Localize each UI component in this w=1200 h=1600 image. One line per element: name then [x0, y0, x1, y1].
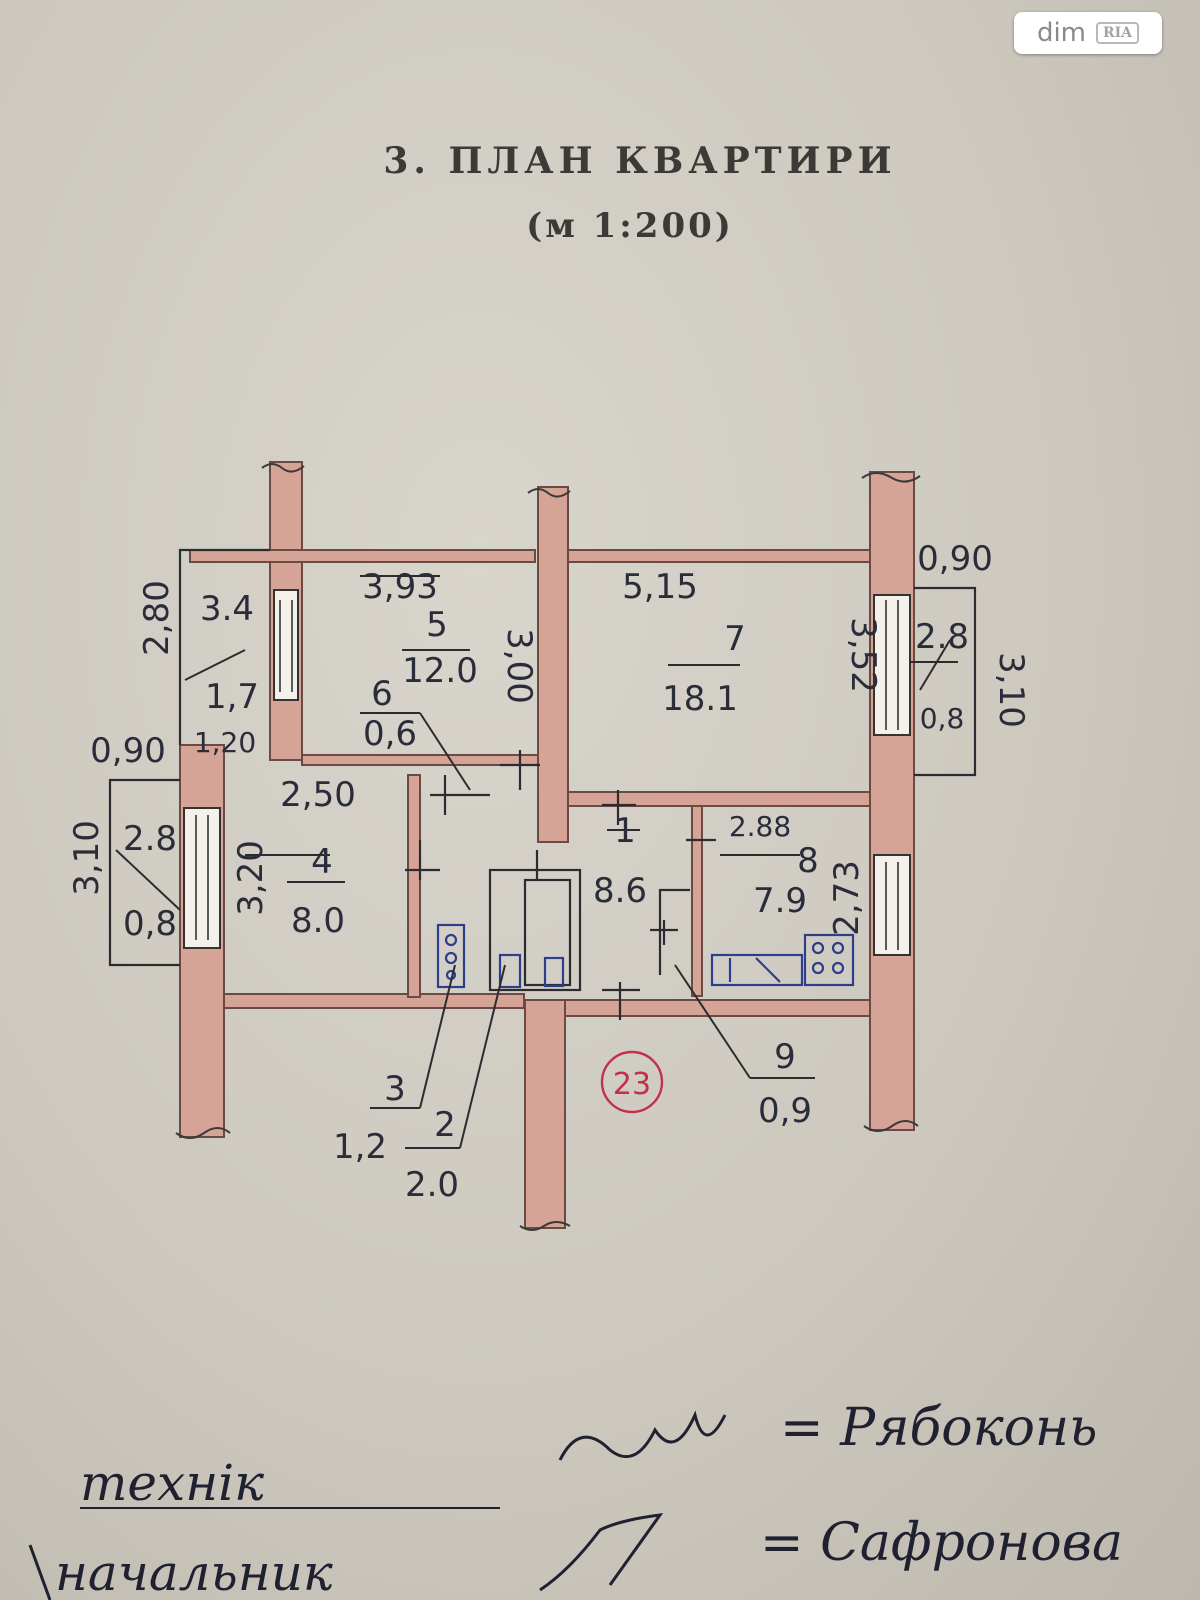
- room-3-area: 1,2: [333, 1127, 387, 1167]
- technician-label: технік: [80, 1454, 264, 1512]
- chief-label: начальник: [55, 1544, 333, 1600]
- room-6-number: 6: [371, 674, 393, 714]
- window-room-7: [873, 594, 911, 736]
- room-5-area: 12.0: [402, 651, 478, 691]
- watermark-dim: dim: [1036, 18, 1086, 48]
- room-7-area: 18.1: [662, 679, 738, 719]
- balcony-right-number: 2.8: [915, 617, 969, 657]
- room-8-area: 7.9: [753, 881, 807, 921]
- room-8-width: 2.88: [729, 810, 791, 843]
- balcony-right-depth: 3,10: [991, 652, 1031, 728]
- plan-title: 3. ПЛАН КВАРТИРИ: [383, 140, 897, 182]
- room-7-number: 7: [724, 619, 746, 659]
- break-mark-right-bottom: [863, 1120, 919, 1132]
- watermark-ria: RIA: [1096, 22, 1140, 44]
- room-2-area: 2.0: [405, 1165, 459, 1205]
- balcony-left-top-offset: 0,90: [90, 731, 166, 771]
- dimria-watermark: dim RIA: [1014, 12, 1162, 54]
- balcony-left-top-area: 1,7: [205, 677, 259, 717]
- balcony-right-area: 0,8: [920, 702, 965, 735]
- window-room-8: [873, 854, 911, 956]
- break-mark-center: [527, 488, 571, 498]
- break-mark-left-pillar: [261, 463, 305, 473]
- balcony-left-bottom-outline: [108, 778, 180, 967]
- balcony-left-bottom-wall: 3,20: [231, 840, 271, 916]
- room-5-depth: 3,00: [499, 628, 539, 704]
- balcony-left-top-outline: [178, 548, 270, 745]
- wall-top-left-strip: [189, 549, 536, 563]
- room-5-number: 5: [426, 605, 448, 645]
- wall-mid-right: [567, 791, 871, 807]
- break-mark-right: [861, 472, 921, 483]
- room-9-area: 0,9: [758, 1091, 812, 1131]
- room-4-area: 8.0: [291, 901, 345, 941]
- wall-center-top: [537, 486, 569, 843]
- room-8-depth: 2,73: [827, 860, 867, 936]
- balcony-left-top-width: 1,20: [194, 726, 256, 759]
- technician-name: = Рябоконь: [780, 1398, 1097, 1458]
- partition-9: [658, 888, 690, 975]
- room-4-width: 2,50: [280, 775, 356, 815]
- wall-top-right-strip: [567, 549, 871, 563]
- room-7-depth: 3,52: [843, 617, 883, 693]
- wall-partition-8: [691, 805, 703, 997]
- kitchen-counter: [710, 953, 804, 987]
- room-5-width: 3,93: [362, 567, 438, 607]
- balcony-right-outline: [914, 586, 977, 777]
- wall-right-outer: [869, 471, 915, 1131]
- break-mark-left-bottom: [175, 1127, 231, 1139]
- room-6-area: 0,6: [363, 714, 417, 754]
- room-1-number: 1: [614, 811, 636, 851]
- room-9-number: 9: [774, 1037, 796, 1077]
- stamp-number: 23: [613, 1067, 651, 1102]
- room-3-number: 3: [384, 1069, 406, 1109]
- chief-signature: [539, 1513, 664, 1592]
- window-room-4: [183, 807, 221, 949]
- toilet-fixture: [436, 923, 466, 989]
- balcony-left-top-depth: 2,80: [137, 580, 177, 656]
- balcony-left-bottom-number: 2.8: [123, 819, 177, 859]
- bath-room-2: [488, 868, 582, 992]
- room-2-number: 2: [434, 1105, 456, 1145]
- inventory-stamp: [600, 1050, 664, 1114]
- technician-signature: [558, 1410, 727, 1461]
- plan-scale: (м 1:200): [526, 206, 734, 246]
- chief-name: = Сафронова: [760, 1513, 1123, 1573]
- sink-fixture: [498, 953, 522, 989]
- balcony-right-offset: 0,90: [917, 539, 993, 579]
- room-8-number: 8: [797, 841, 819, 881]
- wall-bottom-right: [564, 999, 871, 1017]
- balcony-left-bottom-depth: 3,10: [67, 820, 107, 896]
- window-balcony-left-top: [273, 589, 299, 701]
- balcony-left-bottom-area: 0,8: [123, 904, 177, 944]
- balcony-left-top-number: 3.4: [200, 589, 254, 629]
- room-4-number: 4: [311, 842, 333, 882]
- wall-mid-left: [301, 754, 539, 766]
- room-1-area: 8.6: [593, 871, 647, 911]
- wall-partition-4: [407, 774, 421, 998]
- wall-center-bottom: [524, 999, 566, 1229]
- wall-bottom-left: [223, 993, 525, 1009]
- break-mark-center-bottom: [519, 1221, 571, 1231]
- stove-fixture: [803, 933, 855, 987]
- room-7-width: 5,15: [622, 567, 698, 607]
